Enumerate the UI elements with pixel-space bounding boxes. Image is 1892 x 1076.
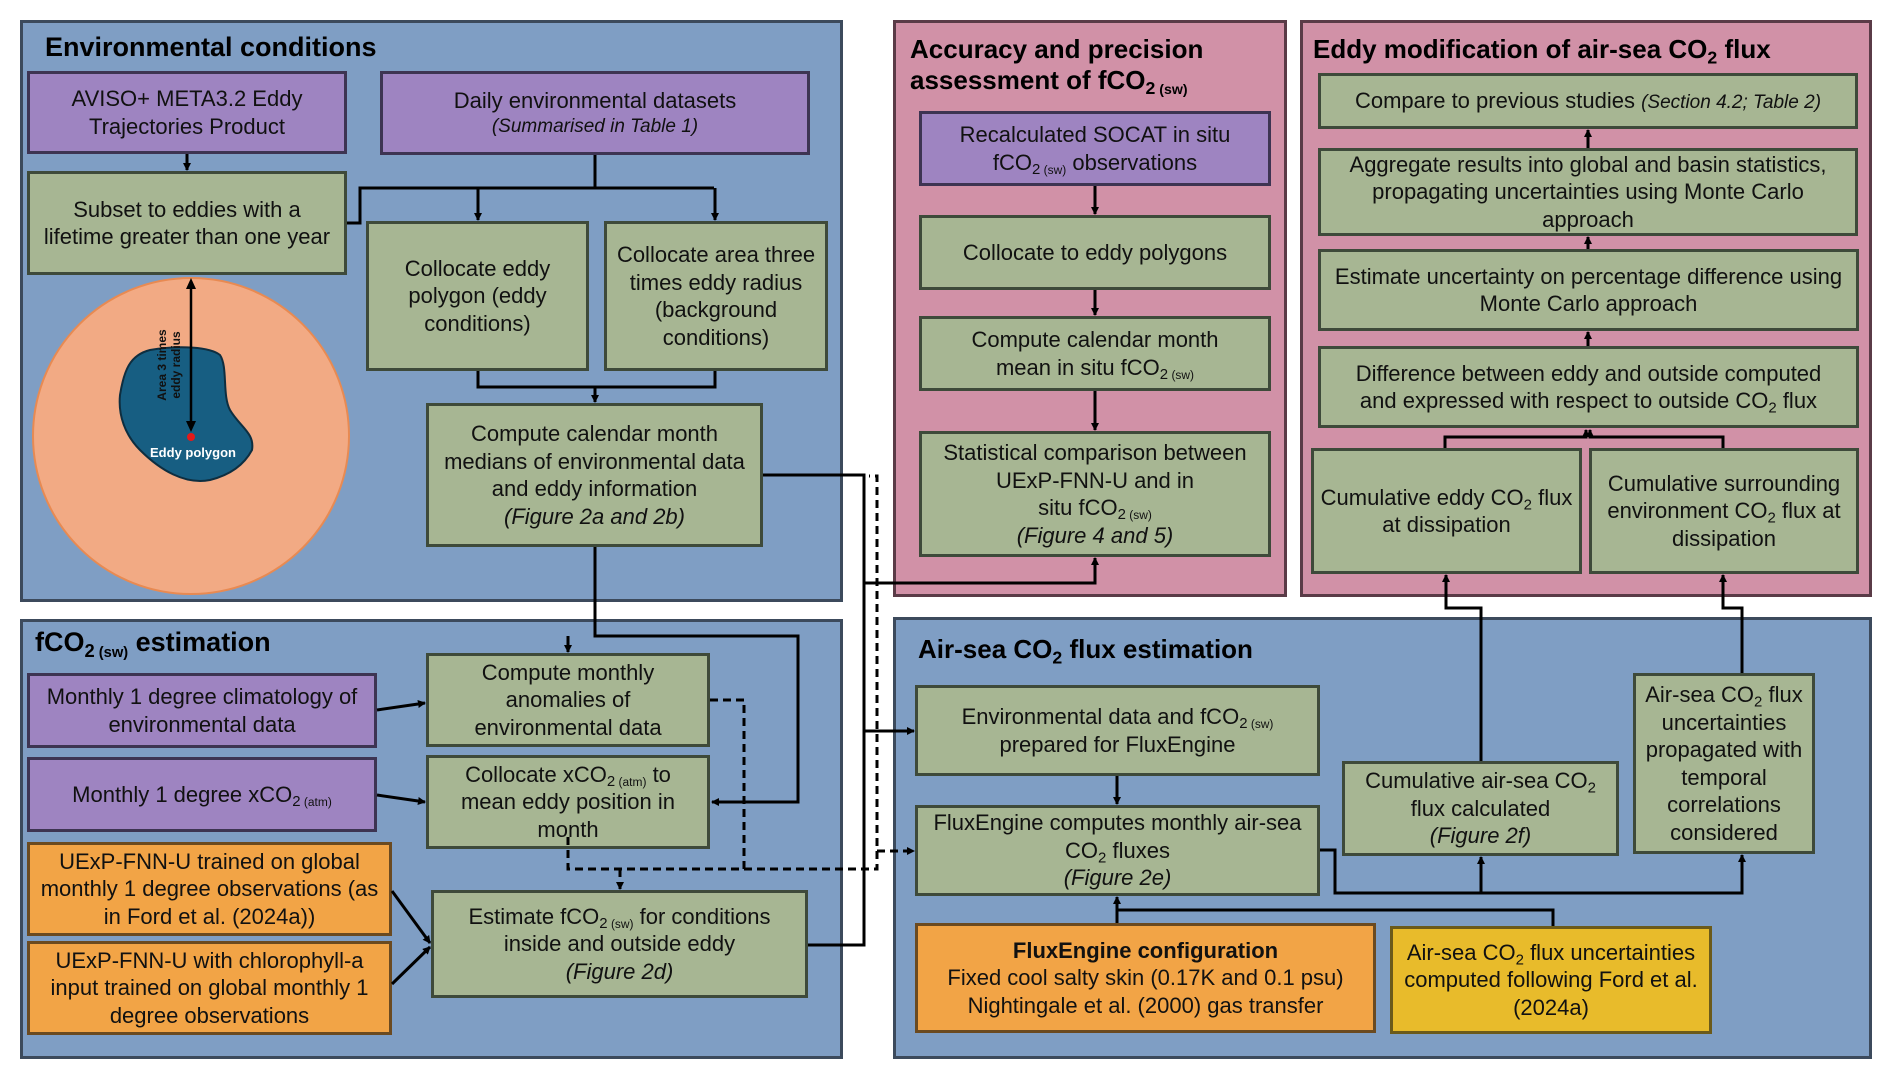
collocate-eddy-polygons-label: Collocate to eddy polygons [962,239,1228,265]
compute-medians-note: (Figure 2a and 2b) [504,503,685,529]
uexp-fnn-u-chlorophyll-box[interactable]: UExP-FNN-U with chlorophyll-a input trai… [27,941,392,1035]
accuracy-title-line1: Accuracy and precision [910,34,1204,64]
socat-line2: fCO2 (sw) observations [992,149,1198,178]
radius-arrow-head-top [186,278,196,289]
daily-datasets-note: (Summarised in Table 1) [491,115,699,137]
monthly-climatology-box[interactable]: Monthly 1 degree climatology of environm… [27,673,377,748]
collocate-eddy-polygon-box[interactable]: Collocate eddy polygon (eddy conditions) [366,221,589,371]
cumulative-airsea-flux-box[interactable]: Cumulative air-sea CO2 flux calculated (… [1342,761,1619,856]
estimate-uncertainty-label: Estimate uncertainty on percentage diffe… [1334,263,1843,317]
eddy-modification-title: Eddy modification of air-sea CO2 flux [1313,34,1771,68]
fco2-title-rest: estimation [128,627,271,657]
socat-line1: Recalculated SOCAT in situ [959,122,1231,147]
difference-eddy-outside-box[interactable]: Difference between eddy and outside comp… [1318,346,1859,428]
daily-datasets-label: Daily environmental datasets [453,88,737,114]
difference-line1: Difference between eddy and outside comp… [1355,360,1822,386]
stat-comparison-note: (Figure 4 and 5) [1016,522,1174,548]
compare-previous-studies-box[interactable]: Compare to previous studies (Section 4.2… [1318,73,1858,129]
cumulative-airsea-flux-label: Cumulative air-sea CO2 flux calculated [1365,768,1596,821]
monthly-xco2-label: Monthly 1 degree xCO2 (atm) [72,781,332,811]
estimate-fco2-label: Estimate fCO2 (sw) for conditions inside… [468,903,771,957]
compute-anomalies-label: Compute monthly anomalies of environment… [474,659,662,740]
fluxengine-configuration-box[interactable]: FluxEngine configuration Fixed cool salt… [915,923,1376,1033]
monthly-climatology-label: Monthly 1 degree climatology of environm… [46,684,358,737]
subset-eddies-box[interactable]: Subset to eddies with a lifetime greater… [27,171,347,275]
estimate-fco2-box[interactable]: Estimate fCO2 (sw) for conditions inside… [431,890,808,998]
eddy-center-dot [187,433,195,441]
eddy-polygon-label: Eddy polygon [150,445,236,460]
fluxengine-computes-label: FluxEngine computes monthly air-sea CO2 … [933,810,1302,867]
flux-uncertainties-propagated-box[interactable]: Air-sea CO2 flux uncertainties propagate… [1633,673,1815,854]
fluxengine-config-title: FluxEngine configuration [1012,937,1279,963]
uexp-fnn-u-global-label: UExP-FNN-U trained on global monthly 1 d… [40,848,379,929]
accuracy-title-line2: assessment of fCO2 (sw) [910,65,1188,99]
collocate-xco2-box[interactable]: Collocate xCO2 (atm) to mean eddy positi… [426,755,710,849]
cumulative-eddy-flux-box[interactable]: Cumulative eddy CO2 flux at dissipation [1311,448,1582,574]
accuracy-assessment-title: Accuracy and precision assessment of fCO… [910,34,1204,99]
prepared-for-fluxengine-box[interactable]: Environmental data and fCO2 (sw) prepare… [915,685,1320,776]
fluxengine-config-line1: Fixed cool salty skin (0.17K and 0.1 psu… [947,965,1344,991]
fco2-estimation-title: fCO2 (sw) estimation [35,626,271,661]
collocate-eddy-polygon-label: Collocate eddy polygon (eddy conditions) [404,255,551,336]
difference-line2: and expressed with respect to outside CO… [1359,388,1818,417]
cumulative-eddy-flux-label: Cumulative eddy CO2 flux at dissipation [1320,484,1573,538]
statistical-comparison-box[interactable]: Statistical comparison between UExP-FNN-… [919,431,1271,557]
uexp-fnn-u-global-box[interactable]: UExP-FNN-U trained on global monthly 1 d… [27,842,392,936]
prepared-for-fluxengine-label: Environmental data and fCO2 (sw) prepare… [961,704,1274,757]
fluxengine-config-line2: Nightingale et al. (2000) gas transfer [967,992,1324,1018]
fco2-title-sub: 2 (sw) [84,639,129,661]
estimate-uncertainty-box[interactable]: Estimate uncertainty on percentage diffe… [1318,249,1859,331]
aggregate-results-box[interactable]: Aggregate results into global and basin … [1318,148,1858,236]
estimate-fco2-note: (Figure 2d) [565,958,674,984]
compare-previous-label: Compare to previous studies (Section 4.2… [1354,88,1822,114]
flux-uncertainties-propagated-label: Air-sea CO2 flux uncertainties propagate… [1645,682,1803,845]
uexp-fnn-u-chlorophyll-label: UExP-FNN-U with chlorophyll-a input trai… [50,947,369,1028]
compute-medians-box[interactable]: Compute calendar month medians of enviro… [426,403,763,547]
subset-eddies-label: Subset to eddies with a lifetime greater… [43,196,331,250]
collocate-area-box[interactable]: Collocate area three times eddy radius (… [604,221,828,371]
cumulative-environment-flux-box[interactable]: Cumulative surrounding environment CO2 f… [1589,448,1859,574]
radius-label: Area 3 timeseddy radius [155,329,183,401]
cumulative-airsea-flux-note: (Figure 2f) [1429,823,1532,849]
fluxengine-computes-box[interactable]: FluxEngine computes monthly air-sea CO2 … [915,805,1320,896]
compute-calendar-mean-box[interactable]: Compute calendar month mean in situ fCO2… [919,316,1271,391]
fco2-title-main: fCO [35,627,85,657]
fluxengine-computes-note: (Figure 2e) [1063,865,1172,891]
aviso-line2: Trajectories Product [88,113,286,139]
aggregate-results-label: Aggregate results into global and basin … [1349,151,1827,232]
stat-comparison-line1: Statistical comparison between UExP-FNN-… [943,440,1247,493]
environmental-conditions-title: Environmental conditions [45,32,377,62]
collocate-eddy-polygons-box[interactable]: Collocate to eddy polygons [919,215,1271,290]
calendar-mean-line1: Compute calendar month [971,327,1219,352]
eddy-area-diagram: Area 3 timeseddy radius Eddy polygon [32,277,350,595]
eddy-polygon-shape [118,346,254,482]
monthly-xco2-box[interactable]: Monthly 1 degree xCO2 (atm) [27,757,377,832]
collocate-xco2-label: Collocate xCO2 (atm) to mean eddy positi… [460,761,676,842]
cumulative-environment-flux-label: Cumulative surrounding environment CO2 f… [1607,470,1841,551]
aviso-eddy-product-box[interactable]: AVISO+ META3.2 Eddy Trajectories Product [27,71,347,154]
compute-anomalies-box[interactable]: Compute monthly anomalies of environment… [426,653,710,747]
aviso-line1: AVISO+ META3.2 Eddy [71,86,303,111]
daily-environmental-datasets-box[interactable]: Daily environmental datasets (Summarised… [380,71,810,155]
flux-uncertainties-computed-box[interactable]: Air-sea CO2 flux uncertainties computed … [1390,926,1712,1034]
stat-comparison-line2: situ fCO2 (sw) [1038,495,1152,524]
radius-arrow-head-bottom [186,421,196,432]
compute-medians-label: Compute calendar month medians of enviro… [444,421,745,501]
socat-observations-box[interactable]: Recalculated SOCAT in situ fCO2 (sw) obs… [919,111,1271,186]
airsea-flux-title: Air-sea CO2 flux estimation [918,634,1253,668]
collocate-area-label: Collocate area three times eddy radius (… [616,242,816,350]
flux-uncertainties-computed-label: Air-sea CO2 flux uncertainties computed … [1404,939,1698,1020]
calendar-mean-line2: mean in situ fCO2 (sw) [995,354,1195,383]
